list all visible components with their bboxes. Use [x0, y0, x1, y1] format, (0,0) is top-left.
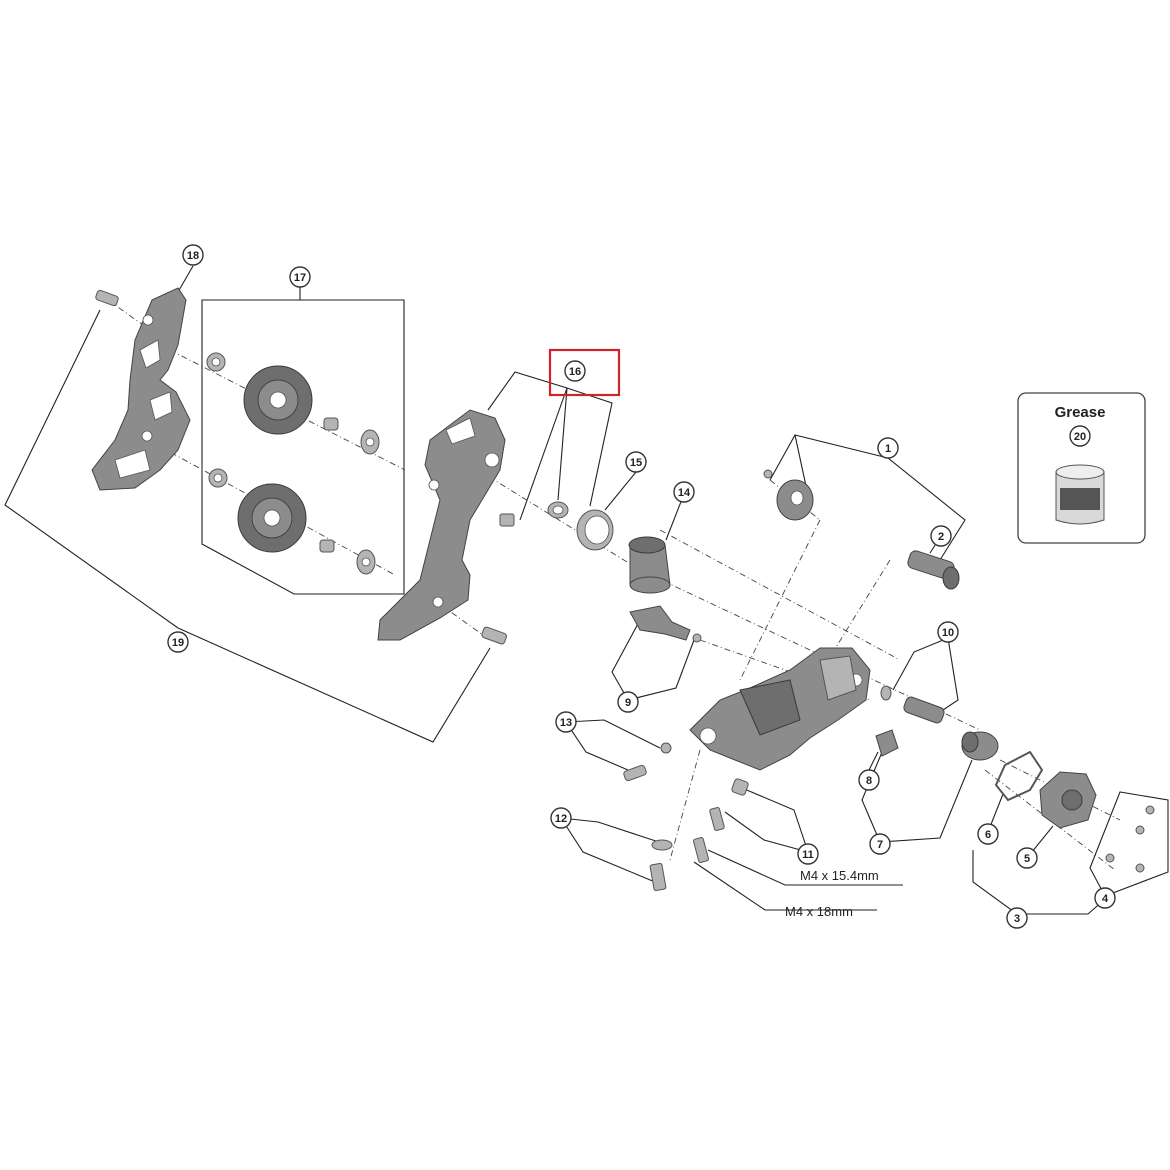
- cage-pin-parts: [499, 501, 569, 527]
- callout-circle: [1094, 887, 1116, 909]
- cage-axle-unit: [628, 536, 671, 594]
- callout-circle: [1006, 907, 1028, 929]
- callout-1: 1: [877, 437, 899, 459]
- callout-number: 14: [678, 487, 691, 499]
- callout-circle: [937, 621, 959, 643]
- callout-number: 16: [569, 366, 581, 378]
- bolt-spec-label: M4 x 18mm: [785, 904, 853, 919]
- callout-15: 15: [625, 451, 647, 473]
- callout-circle: [617, 691, 639, 713]
- callout-18: 18: [182, 244, 204, 266]
- gasket: [994, 750, 1044, 802]
- cover-screws: [1105, 805, 1155, 873]
- callout-circle: [555, 711, 577, 733]
- cable-adjuster: [629, 605, 702, 643]
- callout-17: 17: [289, 266, 311, 288]
- callout-circle: [930, 525, 952, 547]
- callout-number: 7: [877, 839, 883, 851]
- mounting-bolt: [907, 550, 960, 590]
- callout-circle: [858, 769, 880, 791]
- callout-20: 20: [1069, 425, 1091, 447]
- callout-number: 19: [172, 637, 184, 649]
- cage-bolt-upper: [95, 289, 119, 307]
- bolt-set: [693, 778, 749, 863]
- callout-number: 18: [187, 250, 199, 262]
- callout-number: 8: [866, 775, 872, 787]
- callout-number: 10: [942, 627, 954, 639]
- callout-number: 9: [625, 697, 631, 709]
- callout-8: 8: [858, 769, 880, 791]
- leader-lines: [4, 265, 1169, 915]
- callout-number: 12: [555, 813, 567, 825]
- callout-number: 2: [938, 531, 944, 543]
- callout-circle: [625, 451, 647, 473]
- callout-14: 14: [673, 481, 695, 503]
- cage-bolt-lower: [481, 626, 507, 645]
- callout-circle: [167, 631, 189, 653]
- callout-number: 20: [1074, 431, 1086, 443]
- callout-19: 19: [167, 631, 189, 653]
- b-tension-ring: [576, 509, 614, 551]
- highlight-box: [548, 348, 621, 397]
- callout-circle: [877, 437, 899, 459]
- stopper-bolt: [623, 742, 672, 782]
- guide-pulley: [206, 352, 380, 455]
- callout-circle: [289, 266, 311, 288]
- callout-circle: [977, 823, 999, 845]
- callout-circle: [564, 360, 586, 382]
- callout-12: 12: [550, 807, 572, 829]
- grease-panel: Grease: [1017, 392, 1146, 544]
- callout-10: 10: [937, 621, 959, 643]
- callout-3: 3: [1006, 907, 1028, 929]
- callout-number: 15: [630, 457, 642, 469]
- callout-circle: [869, 833, 891, 855]
- callout-number: 11: [802, 849, 814, 861]
- callout-4: 4: [1094, 887, 1116, 909]
- grease-can-icon: [1055, 464, 1105, 525]
- callout-13: 13: [555, 711, 577, 733]
- main-body: [689, 647, 871, 771]
- callout-9: 9: [617, 691, 639, 713]
- callout-2: 2: [930, 525, 952, 547]
- b-axle-bolt: [649, 839, 673, 892]
- callout-number: 13: [560, 717, 572, 729]
- spring-unit: [961, 731, 999, 761]
- adjust-part: [763, 469, 814, 521]
- inner-cage-plate: [377, 409, 506, 641]
- outer-cage-plate: [91, 287, 191, 491]
- callout-16: 16: [564, 360, 586, 382]
- callout-number: 3: [1014, 913, 1020, 925]
- callout-5: 5: [1016, 847, 1038, 869]
- callout-number: 1: [885, 443, 891, 455]
- callout-number: 17: [294, 272, 306, 284]
- tension-pulley: [208, 468, 376, 575]
- callout-circle: [182, 244, 204, 266]
- callout-11: 11: [797, 843, 819, 865]
- callout-circle: [797, 843, 819, 865]
- callout-6: 6: [977, 823, 999, 845]
- callout-number: 6: [985, 829, 991, 841]
- callout-circle: [1016, 847, 1038, 869]
- grease-title: Grease: [1055, 404, 1106, 421]
- callout-circle: [1069, 425, 1091, 447]
- callout-circle: [673, 481, 695, 503]
- callout-7: 7: [869, 833, 891, 855]
- callout-number: 4: [1102, 893, 1109, 905]
- callout-circle: [550, 807, 572, 829]
- callout-number: 5: [1024, 853, 1030, 865]
- clutch-cover: [1039, 771, 1097, 829]
- link-spring-axle: [880, 685, 945, 724]
- small-bracket: [875, 729, 899, 757]
- bolt-spec-label: M4 x 15.4mm: [800, 868, 879, 883]
